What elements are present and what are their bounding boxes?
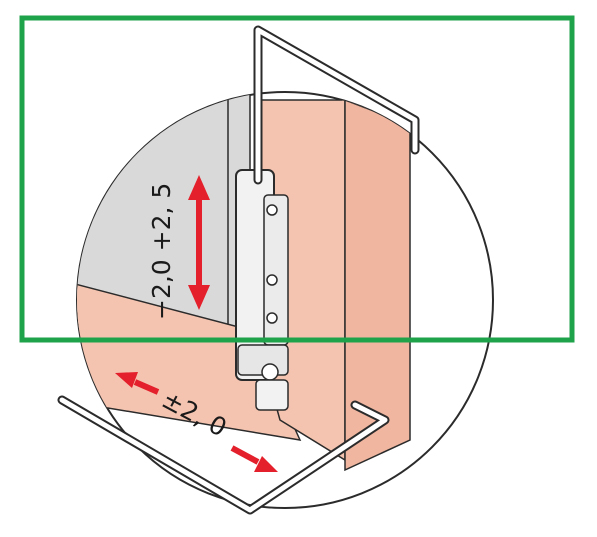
highlight-frame <box>19 15 575 343</box>
lower-allen-key <box>57 395 390 515</box>
frame-floor <box>77 279 302 441</box>
vertical-adjustment-label: −2,0 +2, 5 <box>147 183 176 320</box>
lateral-adjustment-arrow-left <box>115 372 160 395</box>
door-hinge-icon <box>235 169 289 411</box>
vertical-adjustment-arrow <box>188 175 210 310</box>
allen-key-icon <box>253 25 420 185</box>
lateral-adjustment-arrow-right <box>230 445 278 472</box>
